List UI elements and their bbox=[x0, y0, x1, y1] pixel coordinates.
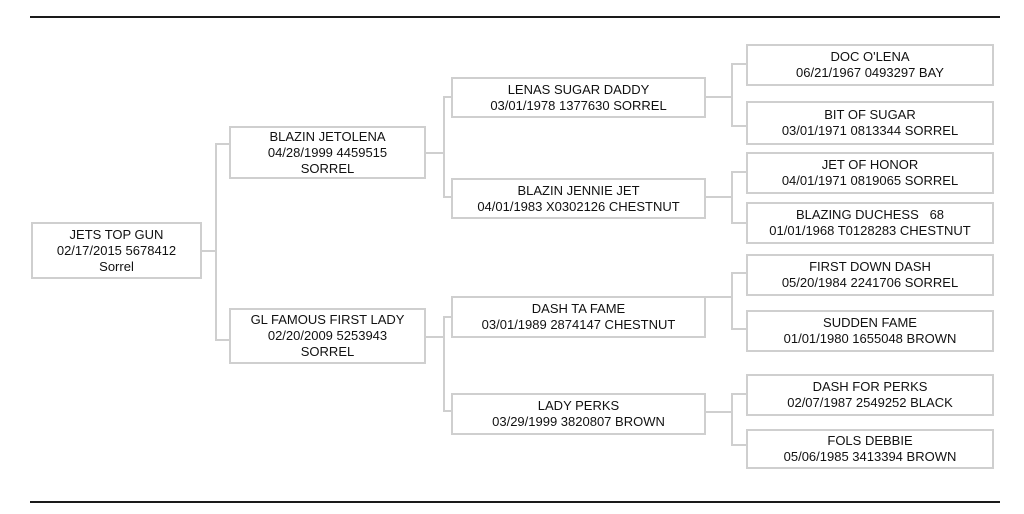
connector bbox=[731, 125, 746, 127]
horse-name: JET OF HONOR bbox=[821, 157, 919, 172]
connector bbox=[731, 171, 733, 223]
sire-box: BLAZIN JETOLENA 04/28/1999 4459515 SORRE… bbox=[229, 126, 426, 179]
connector bbox=[215, 143, 230, 145]
connector bbox=[731, 63, 733, 127]
horse-details: 05/20/1984 2241706 SORREL bbox=[781, 275, 959, 290]
ss-sire-box: DOC O'LENA 06/21/1967 0493297 BAY bbox=[746, 44, 994, 86]
horse-name: LADY PERKS bbox=[537, 398, 620, 413]
horse-details: 02/17/2015 5678412 bbox=[56, 242, 177, 258]
connector bbox=[731, 63, 746, 65]
horse-color: Sorrel bbox=[99, 258, 134, 274]
top-rule bbox=[30, 16, 1000, 18]
horse-details: 01/01/1980 1655048 BROWN bbox=[783, 331, 957, 346]
horse-name: SUDDEN FAME bbox=[823, 315, 917, 330]
connector bbox=[706, 411, 732, 413]
dd-dam-box: FOLS DEBBIE 05/06/1985 3413394 BROWN bbox=[746, 429, 994, 469]
bottom-rule bbox=[30, 501, 1000, 503]
horse-details: 01/01/1968 T0128283 CHESTNUT bbox=[769, 223, 971, 238]
horse-name: BLAZIN JENNIE JET bbox=[517, 182, 640, 198]
connector bbox=[731, 272, 746, 274]
connector bbox=[731, 393, 733, 445]
connector bbox=[731, 272, 733, 330]
horse-details: 04/01/1971 0819065 SORREL bbox=[781, 173, 959, 188]
connector bbox=[731, 444, 746, 446]
horse-name: DOC O'LENA bbox=[830, 49, 910, 64]
connector bbox=[443, 196, 451, 198]
connector bbox=[443, 410, 451, 412]
connector bbox=[426, 336, 444, 338]
sire-dam-box: BLAZIN JENNIE JET 04/01/1983 X0302126 CH… bbox=[451, 178, 706, 219]
connector bbox=[706, 96, 732, 98]
sire-sire-box: LENAS SUGAR DADDY 03/01/1978 1377630 SOR… bbox=[451, 77, 706, 118]
horse-details: 02/20/2009 5253943 bbox=[267, 328, 388, 343]
horse-details: 04/28/1999 4459515 bbox=[267, 144, 388, 160]
horse-details: 03/01/1989 2874147 CHESTNUT bbox=[481, 317, 676, 332]
dam-dam-box: LADY PERKS 03/29/1999 3820807 BROWN bbox=[451, 393, 706, 435]
horse-name: BLAZIN JETOLENA bbox=[269, 128, 386, 144]
horse-name: FIRST DOWN DASH bbox=[809, 259, 931, 274]
connector bbox=[443, 96, 451, 98]
connector bbox=[731, 328, 746, 330]
connector bbox=[706, 196, 732, 198]
horse-color: SORREL bbox=[300, 344, 355, 359]
horse-details: 06/21/1967 0493297 BAY bbox=[796, 65, 944, 80]
connector bbox=[706, 296, 732, 298]
horse-color: SORREL bbox=[300, 160, 355, 176]
horse-details: 03/29/1999 3820807 BROWN bbox=[492, 414, 665, 429]
ds-dam-box: SUDDEN FAME 01/01/1980 1655048 BROWN bbox=[746, 310, 994, 352]
horse-details: 02/07/1987 2549252 BLACK bbox=[787, 395, 953, 410]
horse-name: JETS TOP GUN bbox=[69, 226, 164, 242]
horse-name: GL FAMOUS FIRST LADY bbox=[250, 312, 405, 327]
horse-details: 03/01/1971 0813344 SORREL bbox=[781, 123, 959, 138]
connector bbox=[201, 250, 216, 252]
dd-sire-box: DASH FOR PERKS 02/07/1987 2549252 BLACK bbox=[746, 374, 994, 416]
connector bbox=[443, 316, 451, 318]
connector bbox=[731, 171, 746, 173]
connector bbox=[215, 143, 217, 340]
sd-sire-box: JET OF HONOR 04/01/1971 0819065 SORREL bbox=[746, 152, 994, 194]
connector bbox=[731, 222, 746, 224]
connector bbox=[426, 152, 444, 154]
horse-name: LENAS SUGAR DADDY bbox=[507, 81, 650, 97]
horse-name: DASH FOR PERKS bbox=[812, 379, 928, 394]
subject-box: JETS TOP GUN 02/17/2015 5678412 Sorrel bbox=[31, 222, 202, 279]
ss-dam-box: BIT OF SUGAR 03/01/1971 0813344 SORREL bbox=[746, 101, 994, 145]
connector bbox=[215, 339, 230, 341]
connector bbox=[443, 96, 445, 197]
horse-name: BLAZING DUCHESS 68 bbox=[795, 207, 945, 222]
horse-details: 04/01/1983 X0302126 CHESTNUT bbox=[477, 198, 680, 214]
horse-details: 05/06/1985 3413394 BROWN bbox=[783, 449, 957, 464]
horse-details: 03/01/1978 1377630 SORREL bbox=[490, 97, 667, 113]
dam-sire-box: DASH TA FAME 03/01/1989 2874147 CHESTNUT bbox=[451, 296, 706, 338]
horse-name: BIT OF SUGAR bbox=[824, 107, 916, 122]
horse-name: DASH TA FAME bbox=[531, 301, 626, 316]
sd-dam-box: BLAZING DUCHESS 68 01/01/1968 T0128283 C… bbox=[746, 202, 994, 244]
horse-name: FOLS DEBBIE bbox=[827, 433, 913, 448]
dam-box: GL FAMOUS FIRST LADY 02/20/2009 5253943 … bbox=[229, 308, 426, 364]
ds-sire-box: FIRST DOWN DASH 05/20/1984 2241706 SORRE… bbox=[746, 254, 994, 296]
connector bbox=[731, 393, 746, 395]
connector bbox=[443, 316, 445, 411]
